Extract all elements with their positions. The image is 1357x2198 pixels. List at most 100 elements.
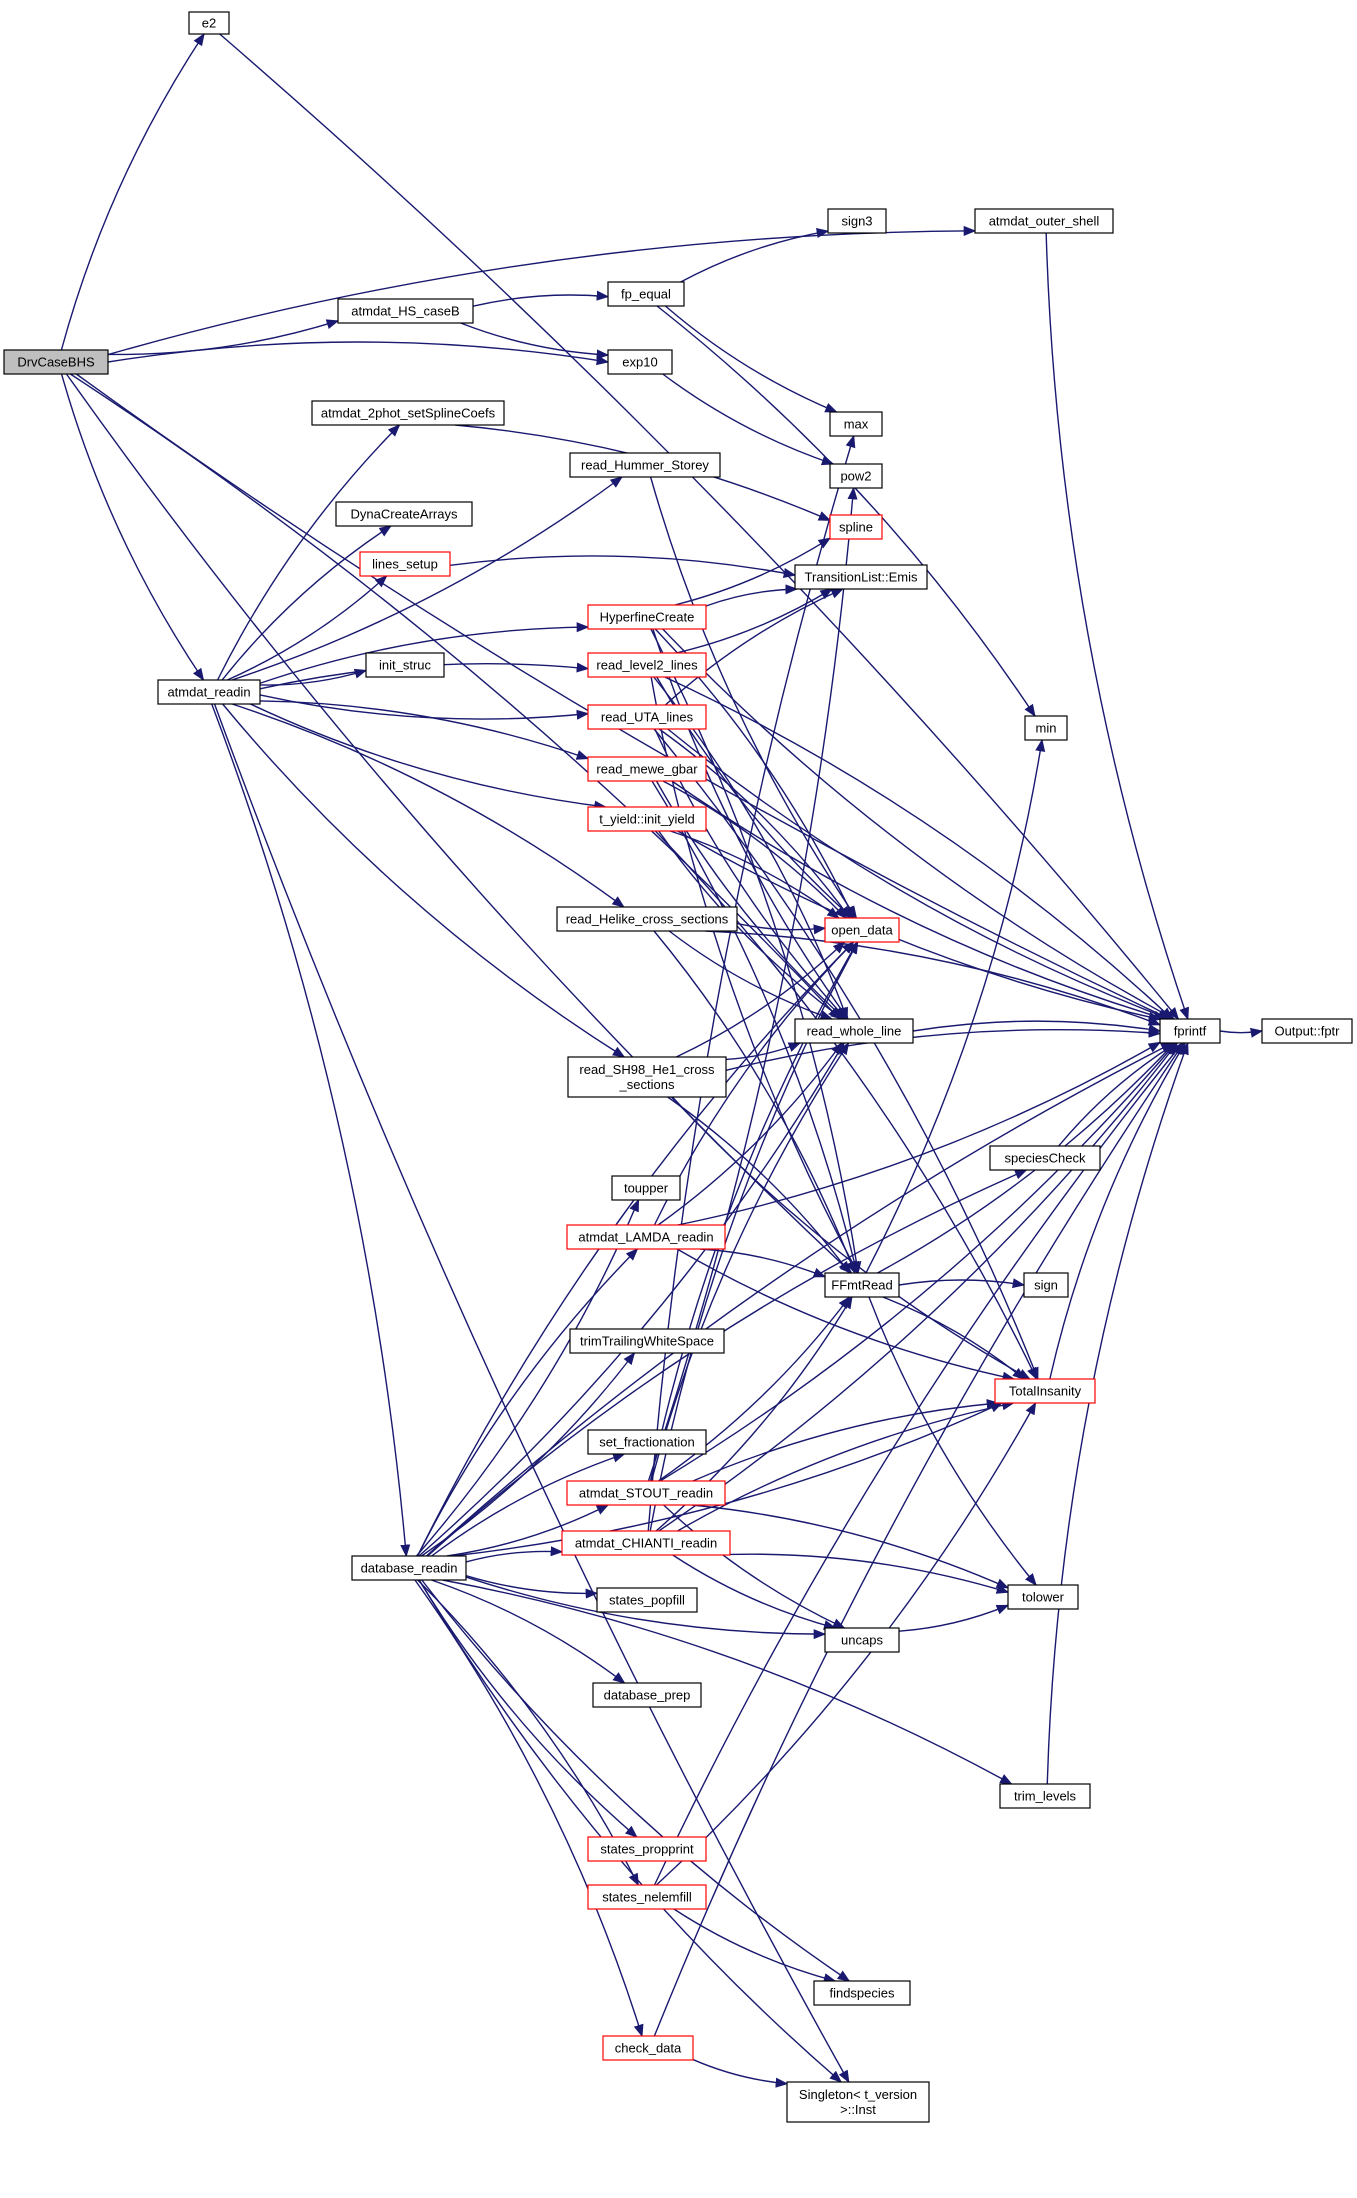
node-database_readin[interactable]: database_readin [351,1555,467,1581]
edge-atmdat_readin-to-init_struc [259,668,368,686]
node-database_prep[interactable]: database_prep [592,1682,702,1708]
node-box [587,806,707,832]
node-read_UTA_lines[interactable]: read_UTA_lines [587,704,707,730]
edge-fp_equal-to-min [656,305,1036,718]
node-box [1007,1584,1079,1610]
edge-atmdat_STOUT_readin-to-open_data [649,940,859,1482]
node-label: DynaCreateArrays [351,507,458,522]
node-Singleton_Inst[interactable]: Singleton< t_version>::Inst [786,2081,930,2123]
node-init_struc[interactable]: init_struc [365,652,445,678]
node-pow2[interactable]: pow2 [829,463,883,489]
node-read_level2_lines[interactable]: read_level2_lines [587,652,707,678]
node-label: exp10 [622,355,657,370]
node-box [794,1018,914,1044]
node-label: lines_setup [372,557,438,572]
edge-states_nelemfill-to-findspecies [673,1908,837,1983]
node-label: read_Helike_cross_sections [566,912,729,927]
edge-DrvCaseBHS-to-atmdat_readin [60,373,205,682]
node-HyperfineCreate[interactable]: HyperfineCreate [587,604,707,630]
node-trimTrailingWhiteSpace[interactable]: trimTrailingWhiteSpace [569,1328,725,1354]
edge-FFmtRead-to-sign [898,1278,1026,1289]
node-label: TransitionList::Emis [805,570,918,585]
node-FFmtRead[interactable]: FFmtRead [824,1272,900,1298]
node-box [1261,1018,1353,1044]
node-label: atmdat_HS_caseB [351,304,459,319]
edge-FFmtRead-to-tolower [868,1296,1037,1586]
node-box [611,1175,681,1201]
edge-HyperfineCreate-to-fprintf [662,628,1176,1020]
node-atmdat_HS_caseB[interactable]: atmdat_HS_caseB [337,298,474,324]
node-speciesCheck[interactable]: speciesCheck [989,1145,1101,1171]
node-states_nelemfill[interactable]: states_nelemfill [587,1884,707,1910]
node-atmdat_2phot_setSplineCoefs[interactable]: atmdat_2phot_setSplineCoefs [311,400,505,426]
node-e2[interactable]: e2 [188,11,230,35]
node-label: database_prep [604,1688,691,1703]
node-exp10[interactable]: exp10 [607,349,673,375]
node-min[interactable]: min [1024,715,1068,741]
edge-atmdat_STOUT_readin-to-TotalInsanity [692,1399,1000,1482]
node-label: pow2 [840,469,871,484]
node-read_mewe_gbar[interactable]: read_mewe_gbar [587,756,707,782]
node-states_popfill[interactable]: states_popfill [596,1587,698,1613]
node-label: atmdat_2phot_setSplineCoefs [321,406,496,421]
node-open_data[interactable]: open_data [824,917,900,943]
node-sign3[interactable]: sign3 [827,208,887,234]
node-atmdat_LAMDA_readin[interactable]: atmdat_LAMDA_readin [566,1224,726,1250]
node-check_data[interactable]: check_data [602,2035,694,2061]
node-TotalInsanity[interactable]: TotalInsanity [994,1378,1096,1404]
node-tolower[interactable]: tolower [1007,1584,1079,1610]
node-Output_fptr[interactable]: Output::fptr [1261,1018,1353,1044]
node-spline[interactable]: spline [829,514,883,540]
node-states_propprint[interactable]: states_propprint [587,1836,707,1862]
node-set_fractionation[interactable]: set_fractionation [587,1429,707,1455]
node-DynaCreateArrays[interactable]: DynaCreateArrays [335,501,473,527]
node-TransitionList_Emis[interactable]: TransitionList::Emis [794,564,928,590]
edge-e2-to-fprintf [219,33,1180,1020]
node-label: states_nelemfill [602,1890,692,1905]
edge-atmdat_readin-to-Singleton_Inst [213,703,850,2084]
edge-database_readin-to-set_fractionation [431,1452,626,1557]
node-read_SH98_He1_cross_sections[interactable]: read_SH98_He1_cross_sections [567,1056,727,1098]
node-label: set_fractionation [599,1435,694,1450]
node-atmdat_STOUT_readin[interactable]: atmdat_STOUT_readin [566,1480,726,1506]
edge-database_readin-to-uncaps [465,1576,827,1640]
node-box [587,1836,707,1862]
node-label: speciesCheck [1005,1151,1086,1166]
node-findspecies[interactable]: findspecies [813,1980,911,2006]
edge-database_readin-to-states_popfill [465,1574,599,1599]
node-uncaps[interactable]: uncaps [824,1627,900,1653]
node-atmdat_CHIANTI_readin[interactable]: atmdat_CHIANTI_readin [561,1530,731,1556]
edge-lines_setup-to-TransitionList_Emis [449,555,797,578]
edge-read_Helike_cross_sections-to-FFmtRead [653,930,856,1275]
node-label: toupper [624,1181,669,1196]
node-read_Hummer_Storey[interactable]: read_Hummer_Storey [569,452,721,478]
node-toupper[interactable]: toupper [611,1175,681,1201]
edge-read_level2_lines-to-fprintf [664,676,1174,1020]
edge-atmdat_CHIANTI_readin-to-TotalInsanity [677,1400,1015,1532]
node-read_Helike_cross_sections[interactable]: read_Helike_cross_sections [556,906,738,932]
edge-read_UTA_lines-to-open_data [658,728,851,920]
node-DrvCaseBHS[interactable]: DrvCaseBHS [3,349,109,375]
node-lines_setup[interactable]: lines_setup [359,551,451,577]
node-max[interactable]: max [829,411,883,437]
node-label: read_SH98_He1_cross [579,1062,715,1077]
node-trim_levels[interactable]: trim_levels [999,1783,1091,1809]
edge-atmdat_readin-to-lines_setup [227,575,388,681]
node-box [569,452,721,478]
node-atmdat_readin[interactable]: atmdat_readin [157,679,261,705]
node-label: fprintf [1174,1024,1207,1039]
edge-atmdat_readin-to-read_UTA_lines [259,694,590,720]
edge-read_UTA_lines-to-fprintf [667,728,1171,1020]
node-sign[interactable]: sign [1023,1272,1069,1298]
node-box [1023,1272,1069,1298]
node-box [602,2035,694,2061]
edge-DrvCaseBHS-to-atmdat_HS_caseB [107,319,340,356]
node-fp_equal[interactable]: fp_equal [607,281,685,307]
edges [60,32,1264,2088]
node-t_yield_init_yield[interactable]: t_yield::init_yield [587,806,707,832]
node-read_whole_line[interactable]: read_whole_line [794,1018,914,1044]
node-atmdat_outer_shell[interactable]: atmdat_outer_shell [974,208,1114,234]
node-fprintf[interactable]: fprintf [1159,1018,1221,1044]
edge-read_SH98_He1_cross_sections-to-TotalInsanity [671,1096,1031,1380]
